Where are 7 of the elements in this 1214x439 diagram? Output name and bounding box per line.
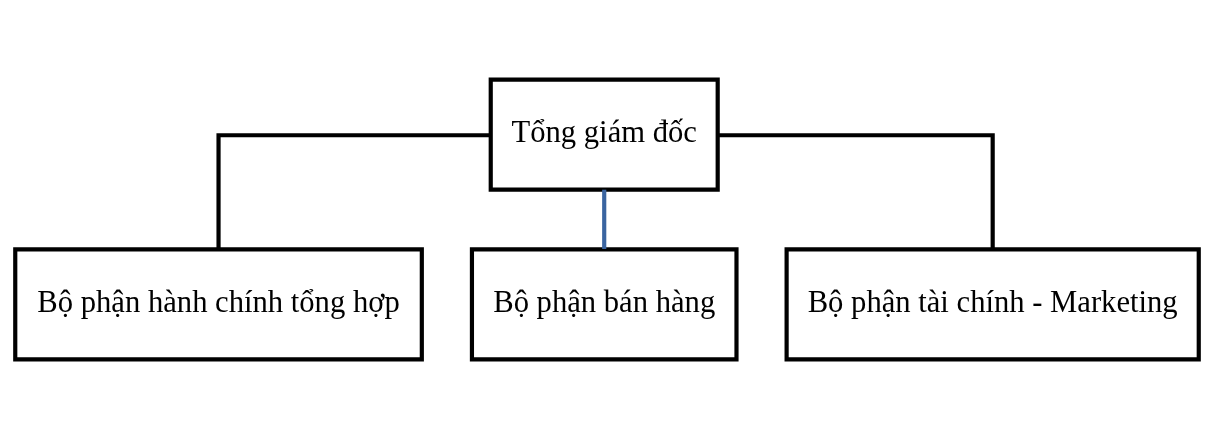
connector xyxy=(216,133,491,250)
node-box: Bộ phận hành chính tổng hợp xyxy=(13,247,424,362)
connector xyxy=(718,133,995,250)
node-box: Tổng giám đốc xyxy=(488,77,720,192)
node-box: Bộ phận tài chính - Marketing xyxy=(784,247,1201,362)
connector xyxy=(602,189,607,249)
node-box: Bộ phận bán hàng xyxy=(469,247,739,362)
